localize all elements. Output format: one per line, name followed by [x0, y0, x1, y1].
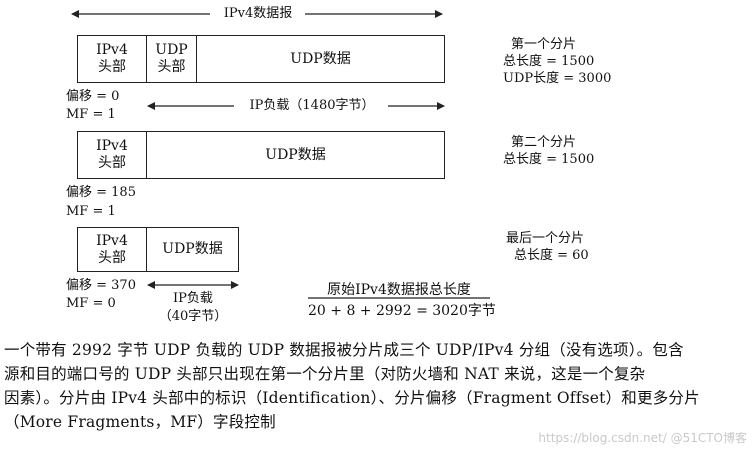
fragment3-payload-label: IP负载 （40字节） [158, 291, 228, 324]
fragment2-info: 第二个分片 总长度 = 1500 [503, 135, 595, 167]
caption-line: 因素）。分片由 IPv4 头部中的标识（Identification）、分片偏移… [4, 389, 700, 407]
caption-line: 一个带有 2992 字节 UDP 负载的 UDP 数据报被分片成三个 UDP/I… [4, 341, 684, 359]
fragment1-mf: MF = 1 [66, 107, 116, 122]
watermark: https://blog.csdn.net/ @51CTO博客 [538, 431, 747, 445]
fragment3-udp-data: UDP数据 [146, 228, 238, 271]
fragment2-offset: 偏移 = 185 [66, 185, 136, 200]
fragment2-mf: MF = 1 [66, 204, 116, 219]
fragment3-info: 最后一个分片 总长度 = 60 [506, 231, 589, 263]
total-length-formula: 20 + 8 + 2992 = 3020字节 [308, 303, 496, 319]
fragment1-udp-data: UDP数据 [196, 36, 444, 82]
fragment1-info: 第一个分片 总长度 = 1500 UDP长度 = 3000 [503, 37, 612, 86]
caption-line: （More Fragments，MF）字段控制 [4, 413, 276, 431]
figure-caption: 一个带有 2992 字节 UDP 负载的 UDP 数据报被分片成三个 UDP/I… [4, 338, 749, 434]
total-length-title: 原始IPv4数据报总长度 [327, 282, 471, 298]
caption-line: 源和目的端口号的 UDP 头部只出现在第一个分片里（对防火墙和 NAT 来说，这… [4, 365, 646, 383]
fragment1-offset: 偏移 = 0 [66, 89, 120, 104]
datagram-title: IPv4数据报 [223, 6, 293, 21]
fragment1-payload-label: IP负载（1480字节） [249, 98, 375, 113]
fragment3-offset: 偏移 = 370 [66, 278, 136, 293]
fragment3-mf: MF = 0 [66, 296, 116, 311]
fragment2-udp-data: UDP数据 [146, 132, 444, 178]
